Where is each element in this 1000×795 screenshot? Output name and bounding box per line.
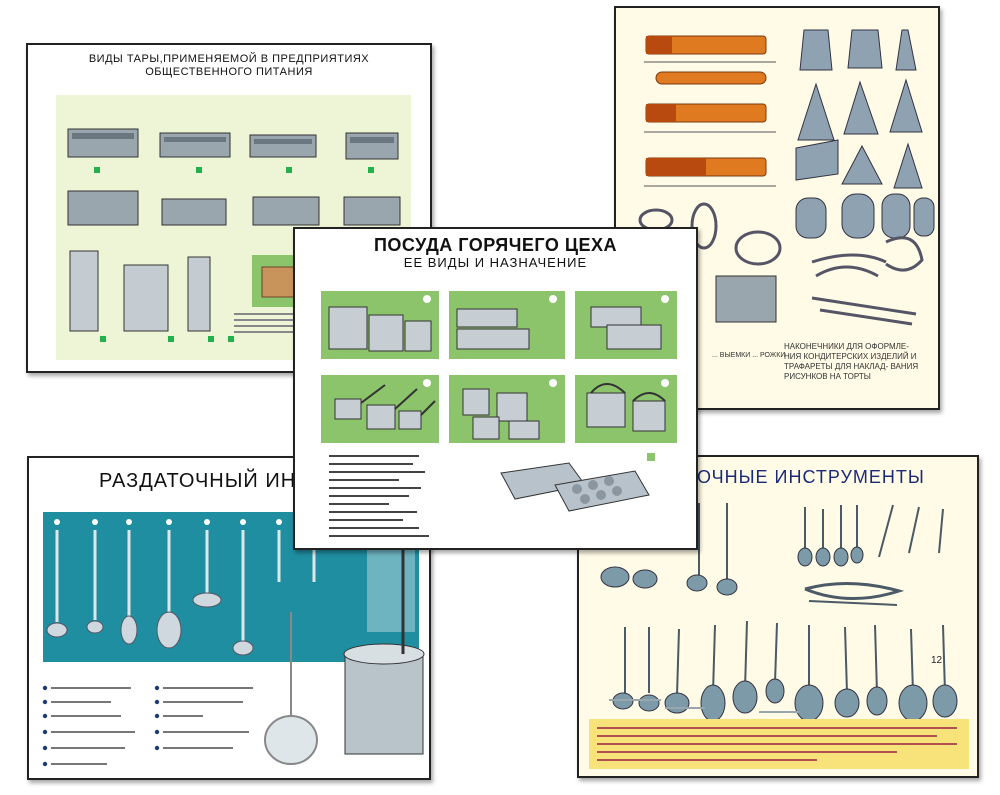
poster-serving-title: РАЗДАТОЧНЫЙ ИНВ: [99, 470, 311, 492]
poster-hot-shop: ПОСУДА ГОРЯЧЕГО ЦЕХА ЕЕ ВИДЫ И НАЗНАЧЕНИ…: [293, 227, 698, 550]
pastry-caption-right: НАКОНЕЧНИКИ ДЛЯ ОФОРМЛЕ- НИЯ КОНДИТЕРСКИ…: [784, 342, 919, 381]
poster-tools-title: ОЧНЫЕ ИНСТРУМЕНТЫ: [697, 467, 925, 487]
tool-number-12: 12: [931, 655, 943, 666]
hot-shop-illustration: [321, 291, 677, 537]
tools-illustration: [600, 503, 958, 722]
tools-legend-bar: [589, 719, 969, 769]
poster-containers-title: ВИДЫ ТАРЫ,ПРИМЕНЯЕМОЙ В ПРЕДПРИЯТИЯХ ОБЩ…: [88, 53, 370, 78]
poster-tools: ОЧНЫЕ ИНСТРУМЕНТЫ: [577, 455, 979, 778]
poster-hot-shop-title: ПОСУДА ГОРЯЧЕГО ЦЕХА ЕЕ ВИДЫ И НАЗНАЧЕНИ…: [373, 235, 618, 270]
pastry-caption-left: ... ВЫЕМКИ ... РОЖКИ: [712, 352, 786, 359]
